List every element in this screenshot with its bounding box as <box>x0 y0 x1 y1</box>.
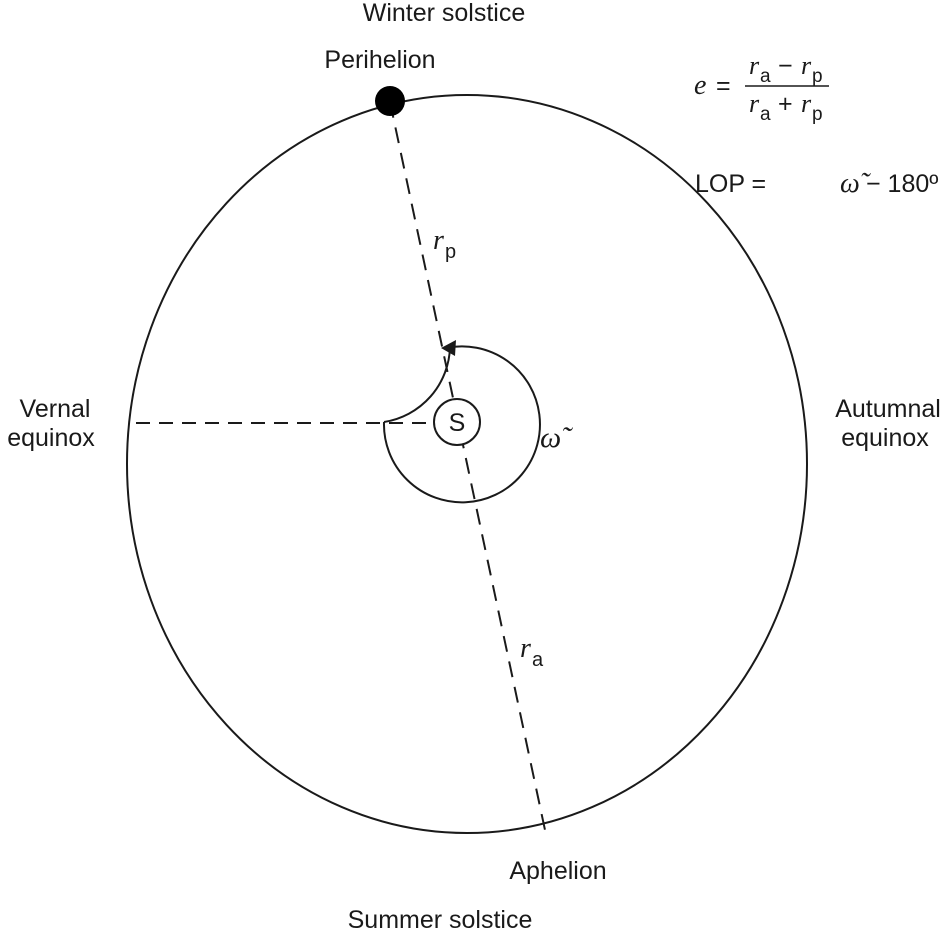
longitude-of-perihelion-symbol: ω̃ <box>540 421 573 454</box>
vernal-equinox-label-line2: equinox <box>7 424 95 452</box>
eccentricity-equals: = <box>716 72 731 100</box>
perihelion-distance-subscript: p <box>445 241 456 263</box>
vernal-equinox-label-line1: Vernal <box>20 395 91 423</box>
summer-solstice-label: Summer solstice <box>348 906 533 931</box>
perihelion-distance-symbol: r <box>433 225 444 256</box>
denominator-operator: + <box>778 90 793 118</box>
numerator-r1: r <box>749 51 760 80</box>
denominator-sub2: p <box>812 104 823 125</box>
arc-arrowhead <box>441 340 456 356</box>
autumnal-equinox-label-line2: equinox <box>841 424 929 452</box>
lop-suffix: − 180º <box>866 170 938 198</box>
aphelion-distance-subscript: a <box>532 649 544 671</box>
numerator-sub2: p <box>812 66 823 87</box>
perihelion-label: Perihelion <box>324 46 435 74</box>
perihelion-aphelion-axis <box>389 101 546 831</box>
denominator-r2: r <box>801 89 812 118</box>
denominator-sub1: a <box>760 104 771 125</box>
numerator-sub1: a <box>760 66 771 87</box>
lop-prefix: LOP = <box>695 170 766 198</box>
orbit-ellipse <box>126 94 808 834</box>
autumnal-equinox-label-line1: Autumnal <box>835 395 941 423</box>
sun-circle <box>433 398 481 446</box>
sun-label: S <box>449 409 466 437</box>
aphelion-distance-symbol: r <box>520 633 531 664</box>
numerator-r2: r <box>801 51 812 80</box>
longitude-arc-sweep <box>382 345 541 504</box>
earth-dot <box>375 86 405 116</box>
denominator-r1: r <box>749 89 760 118</box>
numerator-operator: − <box>778 52 793 80</box>
eccentricity-lhs: e <box>694 70 706 101</box>
longitude-of-perihelion-arc <box>383 346 451 423</box>
aphelion-label: Aphelion <box>509 857 606 885</box>
winter-solstice-label: Winter solstice <box>363 0 526 27</box>
